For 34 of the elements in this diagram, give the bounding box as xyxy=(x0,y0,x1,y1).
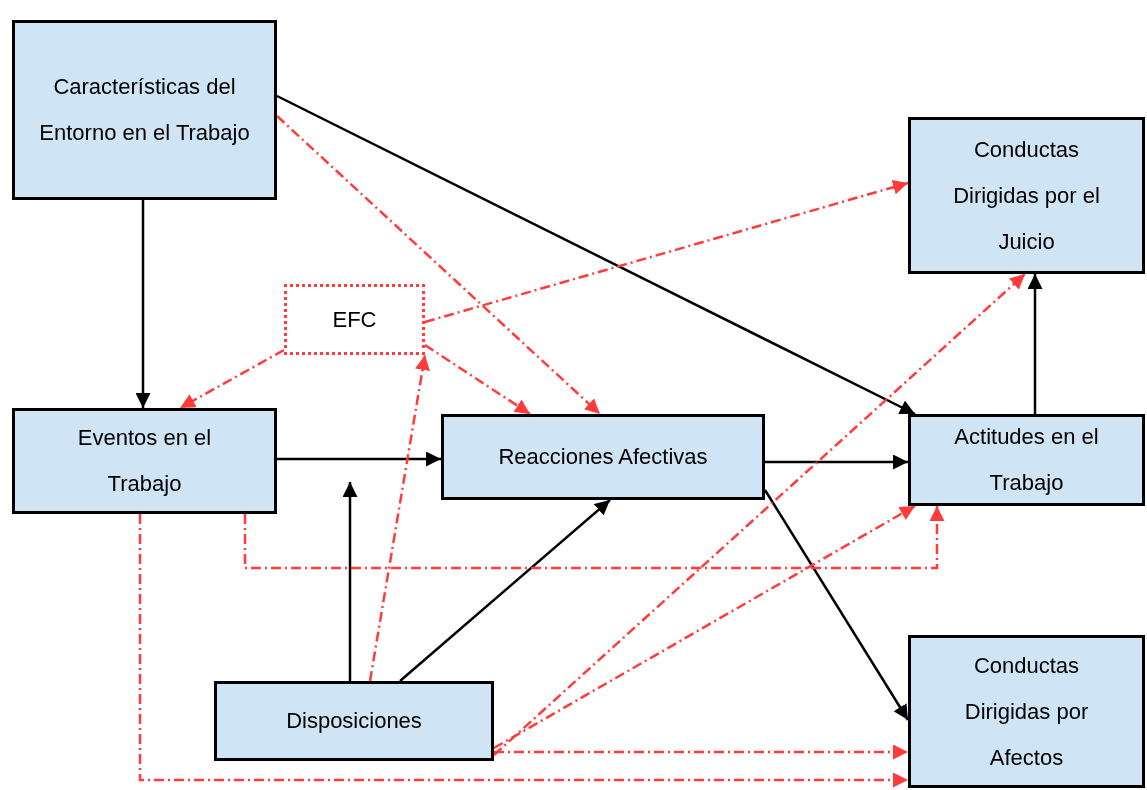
node-label: Disposiciones xyxy=(286,707,422,735)
process-box xyxy=(908,635,1145,788)
arrow xyxy=(1027,274,1043,414)
process-box xyxy=(908,414,1145,506)
process-box xyxy=(12,20,277,200)
node-label: Conductas Dirigidas por el Juicio xyxy=(952,135,1101,256)
node-label: Reacciones Afectivas xyxy=(498,443,708,471)
dash-dot-arrow xyxy=(493,273,1026,756)
arrow xyxy=(342,482,358,681)
arrow xyxy=(276,94,916,416)
dotted-box xyxy=(284,284,425,355)
process-box xyxy=(441,414,765,500)
node-label: Características del Entorno en el Trabajo xyxy=(38,73,251,147)
arrow xyxy=(399,499,611,682)
dash-dot-arrow xyxy=(368,354,430,682)
dash-dot-arrow xyxy=(179,348,285,410)
process-box xyxy=(214,681,494,761)
node-label: EFC xyxy=(332,305,377,334)
dash-dot-arrow xyxy=(243,506,945,570)
dash-dot-arrow xyxy=(494,744,908,760)
arrow xyxy=(135,200,151,408)
arrow xyxy=(277,451,441,467)
arrow xyxy=(763,489,910,721)
dash-dot-arrow xyxy=(138,514,908,788)
dash-dot-arrow xyxy=(276,115,601,415)
dash-dot-arrow xyxy=(424,343,531,416)
process-box xyxy=(12,408,277,514)
arrow xyxy=(765,454,908,470)
node-label: Eventos en el Trabajo xyxy=(76,424,213,498)
node-label: Actitudes en el Trabajo xyxy=(953,423,1100,497)
dash-dot-arrow xyxy=(493,504,916,750)
dash-dot-arrow xyxy=(424,179,909,324)
process-box xyxy=(908,117,1145,274)
node-label: Conductas Dirigidas por Afectos xyxy=(963,651,1090,772)
